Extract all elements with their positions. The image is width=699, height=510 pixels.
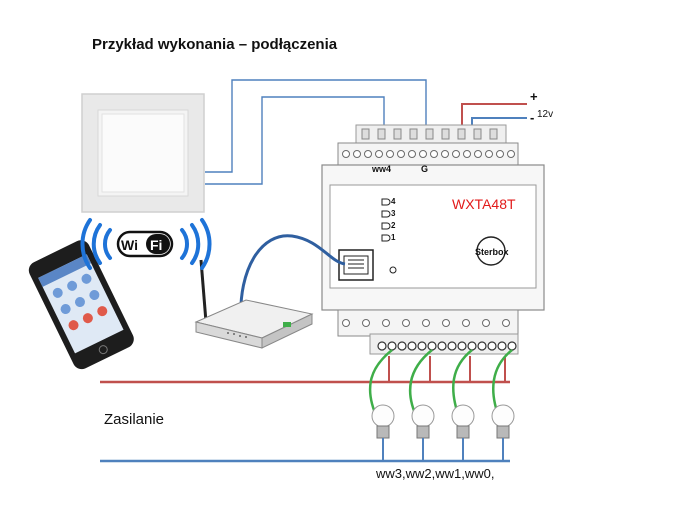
- module-body: [321, 124, 545, 355]
- wifi-icon: Wi Fi: [80, 218, 212, 270]
- bottom-red-feeds: [388, 356, 506, 382]
- supply-voltage-label: 12v: [537, 109, 554, 120]
- terminal-ww4-label: ww4: [372, 164, 392, 174]
- switch-wire-1: [205, 79, 427, 173]
- led-label-3: 3: [391, 209, 396, 218]
- smartphone-icon: [28, 240, 134, 370]
- power-label: Zasilanie: [104, 411, 165, 428]
- supply-plus-label: +: [530, 89, 538, 104]
- light-switch-icon: [81, 93, 205, 213]
- module-model-label: WXTA48T: [452, 196, 516, 212]
- supply-minus-label: -: [530, 110, 535, 125]
- top-terminals: [342, 128, 515, 158]
- led-label-1: 1: [391, 233, 396, 242]
- network-cable: [239, 234, 346, 323]
- bottom-terminals: [342, 319, 517, 351]
- module-brand-label: Sterbox: [475, 247, 509, 257]
- led-indicators: [381, 198, 391, 242]
- terminal-g-label: G: [421, 164, 429, 174]
- supply-wire-red: [461, 103, 527, 130]
- switch-wire-2: [205, 96, 385, 185]
- led-label-2: 2: [391, 221, 396, 230]
- bulb-icon: [371, 404, 515, 461]
- svg-text:Fi: Fi: [150, 237, 162, 253]
- page-title: Przykład wykonania – podłączenia: [92, 36, 338, 53]
- outputs-label: ww3,ww2,ww1,ww0,: [376, 466, 495, 481]
- led-label-4: 4: [391, 197, 396, 206]
- svg-text:Wi: Wi: [121, 237, 138, 253]
- router-icon: [194, 259, 314, 349]
